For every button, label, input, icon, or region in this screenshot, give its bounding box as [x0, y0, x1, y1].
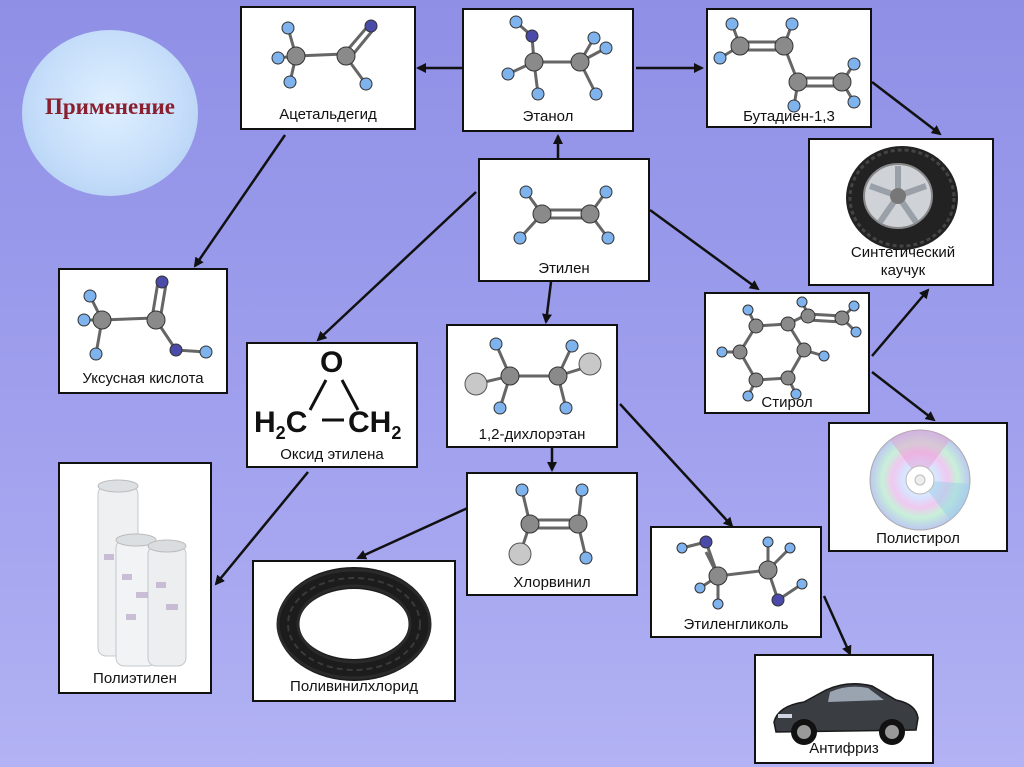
label-pvc: Поливинилхлорид [290, 678, 418, 695]
label-acetic-acid: Уксусная кислота [82, 370, 204, 387]
oxide-bonds [308, 379, 360, 422]
page-title: Применение [45, 94, 175, 119]
arrow-oxide-polyethylene [214, 471, 309, 586]
node-ethylene-glycol[interactable]: Этиленгликоль [650, 526, 822, 638]
formula-ch2: CH2 [348, 406, 401, 444]
ethylene-glycol-molecule [676, 535, 808, 610]
node-pvc[interactable]: Поливинилхлорид [252, 560, 456, 702]
formula-ch2-sub: 2 [391, 423, 402, 443]
label-polyethylene: Полиэтилен [93, 670, 177, 687]
node-butadiene[interactable]: Бутадиен-1,3 [706, 8, 872, 128]
label-acetaldehyde: Ацетальдегид [279, 106, 377, 123]
label-polystyrene: Полистирол [876, 530, 960, 547]
car-image [773, 683, 919, 745]
label-ethylene: Этилен [538, 260, 590, 277]
node-polystyrene[interactable]: Полистирол [828, 422, 1008, 552]
label-rubber: Синтетический каучук [850, 244, 956, 279]
node-dichloroethane[interactable]: 1,2-дихлорэтан [446, 324, 618, 448]
ethylene-molecule [513, 185, 615, 245]
node-ethanol[interactable]: Этанол [462, 8, 634, 132]
film-rolls-image [97, 479, 187, 667]
formula-ch2-ch: CH [348, 406, 392, 439]
label-vinyl-chloride: Хлорвинил [513, 574, 591, 591]
label-styrene: Стирол [761, 394, 813, 411]
label-dichloroethane: 1,2-дихлорэтан [478, 426, 586, 443]
arrow-butadiene-rubber [871, 81, 942, 136]
tire-image [846, 146, 958, 250]
arrow-styrene-polystyrene [871, 371, 936, 422]
label-ethylene-oxide: Оксид этилена [280, 446, 384, 463]
arrow-vinyl-pvc [356, 504, 473, 560]
node-styrene[interactable]: Стирол [704, 292, 870, 414]
node-ethylene-oxide[interactable]: O H2C CH2 Оксид этилена [246, 342, 418, 468]
acetic-acid-molecule [77, 275, 213, 361]
label-antifreeze: Антифриз [809, 740, 879, 757]
styrene-molecule [716, 296, 862, 402]
arrow-ethylene-styrene [649, 208, 760, 291]
arrow-styrene-rubber [871, 288, 930, 357]
node-rubber[interactable]: Синтетический каучук [808, 138, 994, 286]
ethanol-molecule [501, 15, 613, 101]
label-ethylene-glycol: Этиленгликоль [683, 616, 789, 633]
label-butadiene: Бутадиен-1,3 [743, 108, 835, 125]
node-vinyl-chloride[interactable]: Хлорвинил [466, 472, 638, 596]
vinyl-chloride-molecule [508, 483, 593, 566]
node-antifreeze[interactable]: Антифриз [754, 654, 934, 764]
node-acetaldehyde[interactable]: Ацетальдегид [240, 6, 416, 130]
cd-image [869, 429, 971, 531]
butadiene-molecule [713, 17, 861, 113]
arrow-dichloro-glycol [619, 403, 734, 528]
arrow-ethylene-oxide [316, 191, 477, 342]
formula-h2c-sub: 2 [275, 423, 286, 443]
label-ethanol: Этанол [522, 108, 574, 125]
formula-h2c-c: C [285, 406, 308, 439]
title-circle: Применение [22, 30, 198, 196]
formula-oxygen: O [320, 346, 344, 379]
dichloroethane-molecule [464, 337, 602, 415]
arrow-ethylene-dichloro [542, 281, 553, 324]
arrow-glycol-antifreeze [822, 595, 852, 656]
acetaldehyde-molecule [271, 19, 378, 91]
arrow-acetaldehyde-acetic [193, 134, 287, 268]
node-ethylene[interactable]: Этилен [478, 158, 650, 282]
node-polyethylene[interactable]: Полиэтилен [58, 462, 212, 694]
formula-h2c-h: H [254, 406, 276, 439]
cable-coil-image [276, 567, 432, 681]
formula-h2c: H2C [254, 406, 307, 444]
node-acetic-acid[interactable]: Уксусная кислота [58, 268, 228, 394]
